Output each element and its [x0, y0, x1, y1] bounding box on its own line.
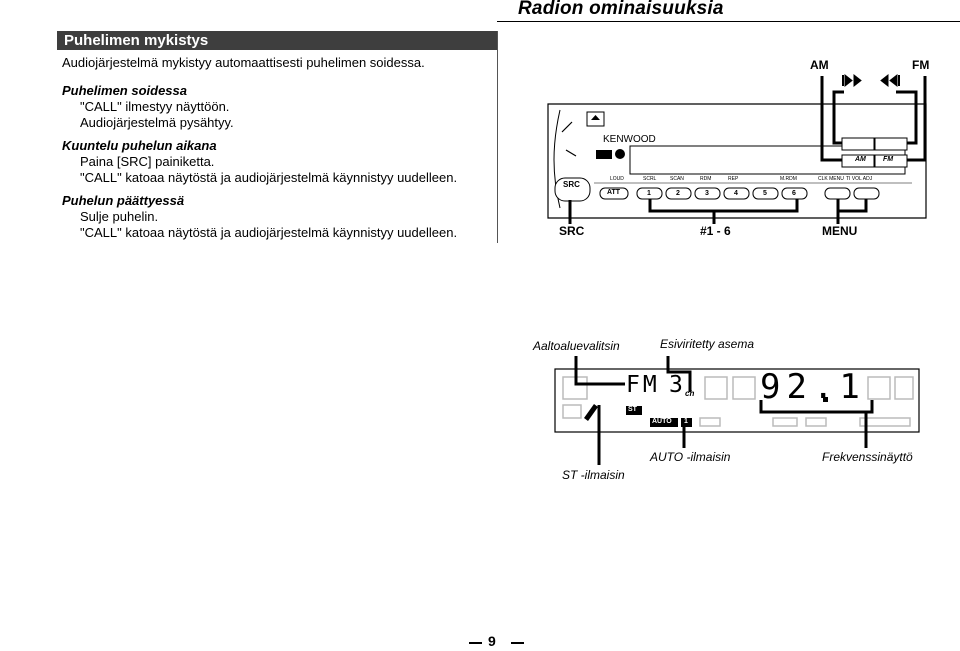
src-button-label: SRC: [563, 180, 580, 189]
during-call-line-2: "CALL" katoaa näytöstä ja audiojärjestel…: [80, 170, 458, 185]
page-number: 9: [488, 633, 496, 649]
heading-ringing: Puhelimen soidessa: [62, 83, 187, 98]
att-button[interactable]: [599, 187, 629, 200]
call-end-line-2: "CALL" katoaa näytöstä ja audiojärjestel…: [80, 225, 458, 240]
section-title: Puhelimen mykistys: [57, 31, 497, 50]
label-presets: #1 - 6: [700, 224, 731, 238]
caption-st-indicator: ST -ilmaisin: [562, 468, 625, 482]
page-dash-left: [469, 642, 482, 644]
call-end-line-1: Sulje puhelin.: [80, 209, 159, 224]
preset-button-2[interactable]: [665, 187, 692, 200]
strip-rep: REP: [728, 176, 739, 182]
preset-button-6[interactable]: [781, 187, 808, 200]
intro-text: Audiojärjestelmä mykistyy automaattisest…: [62, 55, 425, 70]
heading-during-call: Kuuntelu puhelun aikana: [62, 138, 217, 153]
strip-scan: SCAN: [670, 176, 684, 182]
caption-freq-display: Frekvenssinäyttö: [822, 450, 913, 464]
preset-3-label: 3: [705, 190, 709, 197]
heading-call-end: Puhelun päättyessä: [62, 193, 185, 208]
fm-button-label: FM: [883, 156, 894, 163]
preset-6-label: 6: [792, 190, 796, 197]
ringing-line-2: Audiojärjestelmä pysähtyy.: [80, 115, 234, 130]
att-button-label: ATT: [607, 189, 621, 196]
strip-ti-vol: TI VOL ADJ: [846, 176, 873, 182]
preset-button-3[interactable]: [694, 187, 721, 200]
caption-band-selector: Aaltoaluevalitsin: [533, 339, 620, 353]
preset-4-label: 4: [734, 190, 738, 197]
src-button[interactable]: [554, 177, 591, 202]
page-header-title: Radion ominaisuuksia: [518, 0, 724, 19]
auto-indicator: AUTO: [652, 418, 672, 425]
caption-auto-indicator: AUTO -ilmaisin: [650, 450, 731, 464]
strip-mrdm: M.RDM: [780, 176, 797, 182]
strip-clk-menu: CLK MENU: [818, 176, 844, 182]
preset-button-4[interactable]: [723, 187, 750, 200]
label-src: SRC: [559, 224, 585, 238]
during-call-line-1: Paina [SRC] painiketta.: [80, 154, 215, 169]
band-display: FM: [626, 372, 660, 398]
ch-indicator: ch: [685, 389, 695, 398]
st-indicator: ST: [628, 406, 637, 413]
label-menu: MENU: [822, 224, 858, 238]
label-fm: FM: [912, 58, 930, 72]
preset-display: 3: [669, 372, 683, 398]
preset-button-5[interactable]: [752, 187, 779, 200]
preset-1-label: 1: [647, 190, 651, 197]
seek-back-icon: [842, 73, 862, 88]
strip-scrl: SCRL: [643, 176, 657, 182]
label-am: AM: [810, 58, 829, 72]
ringing-line-1: "CALL" ilmestyy näyttöön.: [80, 99, 230, 114]
frequency-display: 92.1: [760, 367, 866, 407]
brand-logo: KENWOOD: [603, 134, 656, 145]
am-button-label: AM: [855, 156, 866, 163]
page-dash-right: [511, 642, 524, 644]
auto-number: 1: [684, 418, 688, 425]
seek-forward-icon: [880, 73, 900, 88]
preset-5-label: 5: [763, 190, 767, 197]
column-divider: [497, 31, 498, 243]
header-rule: [497, 21, 960, 22]
strip-loud: LOUD: [610, 176, 624, 182]
caption-preset-station: Esiviritetty asema: [660, 337, 755, 351]
strip-rdm: RDM: [700, 176, 712, 182]
preset-2-label: 2: [676, 190, 680, 197]
